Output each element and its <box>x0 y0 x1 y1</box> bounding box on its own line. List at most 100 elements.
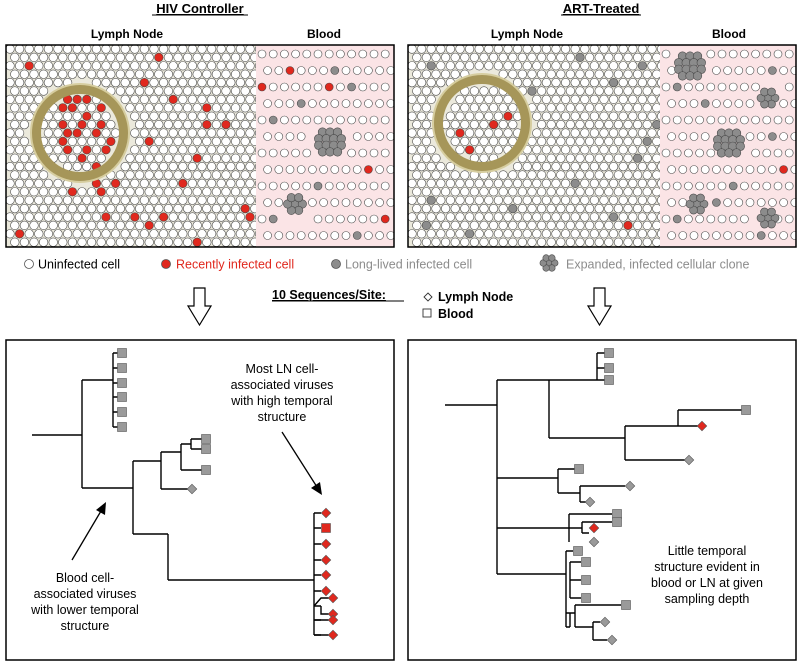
recently-infected-cell <box>110 178 121 188</box>
uninfected-cell <box>527 69 537 79</box>
uninfected-cell <box>632 220 643 230</box>
uninfected-cell <box>250 120 256 130</box>
uninfected-cell <box>187 178 197 188</box>
uninfected-cell <box>417 77 427 88</box>
uninfected-cell <box>560 195 571 205</box>
uninfected-cell <box>632 237 643 247</box>
uninfected-cell <box>187 195 197 205</box>
uninfected-cell <box>652 86 660 96</box>
uninfected-cell <box>647 111 657 121</box>
uninfected-cell <box>613 103 624 113</box>
uninfected-cell <box>773 49 783 59</box>
uninfected-cell <box>508 119 518 130</box>
blood-sequence-square <box>604 375 614 385</box>
uninfected-cell <box>489 220 499 230</box>
uninfected-cell <box>604 170 614 180</box>
uninfected-cell <box>512 77 523 88</box>
uninfected-cell <box>779 198 788 207</box>
uninfected-cell <box>417 162 427 172</box>
uninfected-cell <box>130 128 140 138</box>
uninfected-cell <box>647 212 657 222</box>
uninfected-cell <box>235 61 245 71</box>
uninfected-cell <box>231 153 241 163</box>
blood-sequence-square <box>117 363 127 373</box>
uninfected-cell <box>734 165 744 174</box>
uninfected-cell <box>120 229 130 239</box>
uninfected-cell <box>187 94 197 104</box>
uninfected-cell <box>120 94 130 104</box>
annotation-ln-line1: Most LN cell- <box>246 362 319 376</box>
uninfected-cell <box>77 204 87 214</box>
uninfected-cell <box>560 145 571 155</box>
uninfected-cell <box>231 69 241 79</box>
long-lived-infected-cell <box>426 195 436 205</box>
sampling-ln-label: Lymph Node <box>438 290 513 304</box>
uninfected-cell <box>130 162 140 172</box>
uninfected-cell <box>154 153 164 163</box>
uninfected-cell <box>508 103 518 113</box>
uninfected-cell <box>330 198 340 207</box>
uninfected-cell <box>580 61 590 71</box>
uninfected-cell <box>173 204 183 214</box>
long-lived-infected-cell <box>637 61 648 71</box>
uninfected-cell <box>604 52 614 63</box>
uninfected-cell <box>319 231 328 240</box>
lymph-node-sequence-diamond <box>320 507 332 519</box>
uninfected-cell <box>10 187 20 197</box>
uninfected-cell <box>508 170 518 180</box>
uninfected-cell <box>642 69 652 79</box>
uninfected-cell <box>527 204 537 214</box>
uninfected-cell <box>240 52 250 63</box>
uninfected-cell <box>768 198 777 207</box>
uninfected-cell <box>536 237 547 247</box>
uninfected-cell <box>24 162 34 172</box>
uninfected-cell <box>647 61 657 71</box>
uninfected-cell <box>216 111 226 121</box>
lymph-node-sequence-diamond <box>320 569 332 581</box>
uninfected-cell <box>240 136 250 146</box>
uninfected-cell <box>536 103 547 113</box>
uninfected-cell <box>517 187 528 197</box>
uninfected-cell <box>455 195 465 205</box>
uninfected-cell <box>34 77 44 88</box>
uninfected-cell <box>723 66 732 75</box>
uninfected-cell <box>19 136 29 146</box>
uninfected-cell <box>207 77 217 88</box>
uninfected-cell <box>661 214 671 224</box>
uninfected-cell <box>652 204 660 214</box>
uninfected-cell <box>86 153 97 163</box>
uninfected-cell <box>19 119 29 130</box>
uninfected-cell <box>740 181 749 191</box>
uninfected-cell <box>706 181 716 191</box>
uninfected-cell <box>221 52 231 63</box>
uninfected-cell <box>139 111 149 121</box>
uninfected-cell <box>257 148 267 158</box>
uninfected-cell <box>58 52 68 63</box>
uninfected-cell <box>426 162 436 172</box>
uninfected-cell <box>58 220 68 230</box>
uninfected-cell <box>202 153 212 163</box>
hiv-controller-phylogenetic-tree <box>32 353 314 581</box>
uninfected-cell <box>712 99 721 108</box>
uninfected-cell <box>706 49 716 59</box>
uninfected-cell <box>135 153 145 163</box>
uninfected-cell <box>125 187 135 197</box>
uninfected-cell <box>489 187 499 197</box>
uninfected-cell <box>580 178 590 188</box>
uninfected-cell <box>149 195 159 205</box>
uninfected-cell <box>255 230 256 237</box>
uninfected-cell <box>386 231 394 240</box>
uninfected-cell <box>700 165 710 174</box>
uninfected-cell <box>235 94 245 104</box>
uninfected-cell <box>72 61 82 71</box>
uninfected-cell <box>183 170 193 180</box>
uninfected-cell <box>347 148 356 158</box>
uninfected-cell <box>417 94 427 104</box>
uninfected-cell <box>111 45 121 54</box>
uninfected-cell <box>408 45 417 54</box>
uninfected-cell <box>231 220 241 230</box>
uninfected-cell <box>48 187 58 197</box>
uninfected-cell <box>15 77 25 88</box>
lymph-node-sequence-diamond <box>696 420 708 432</box>
uninfected-cell <box>101 178 111 188</box>
